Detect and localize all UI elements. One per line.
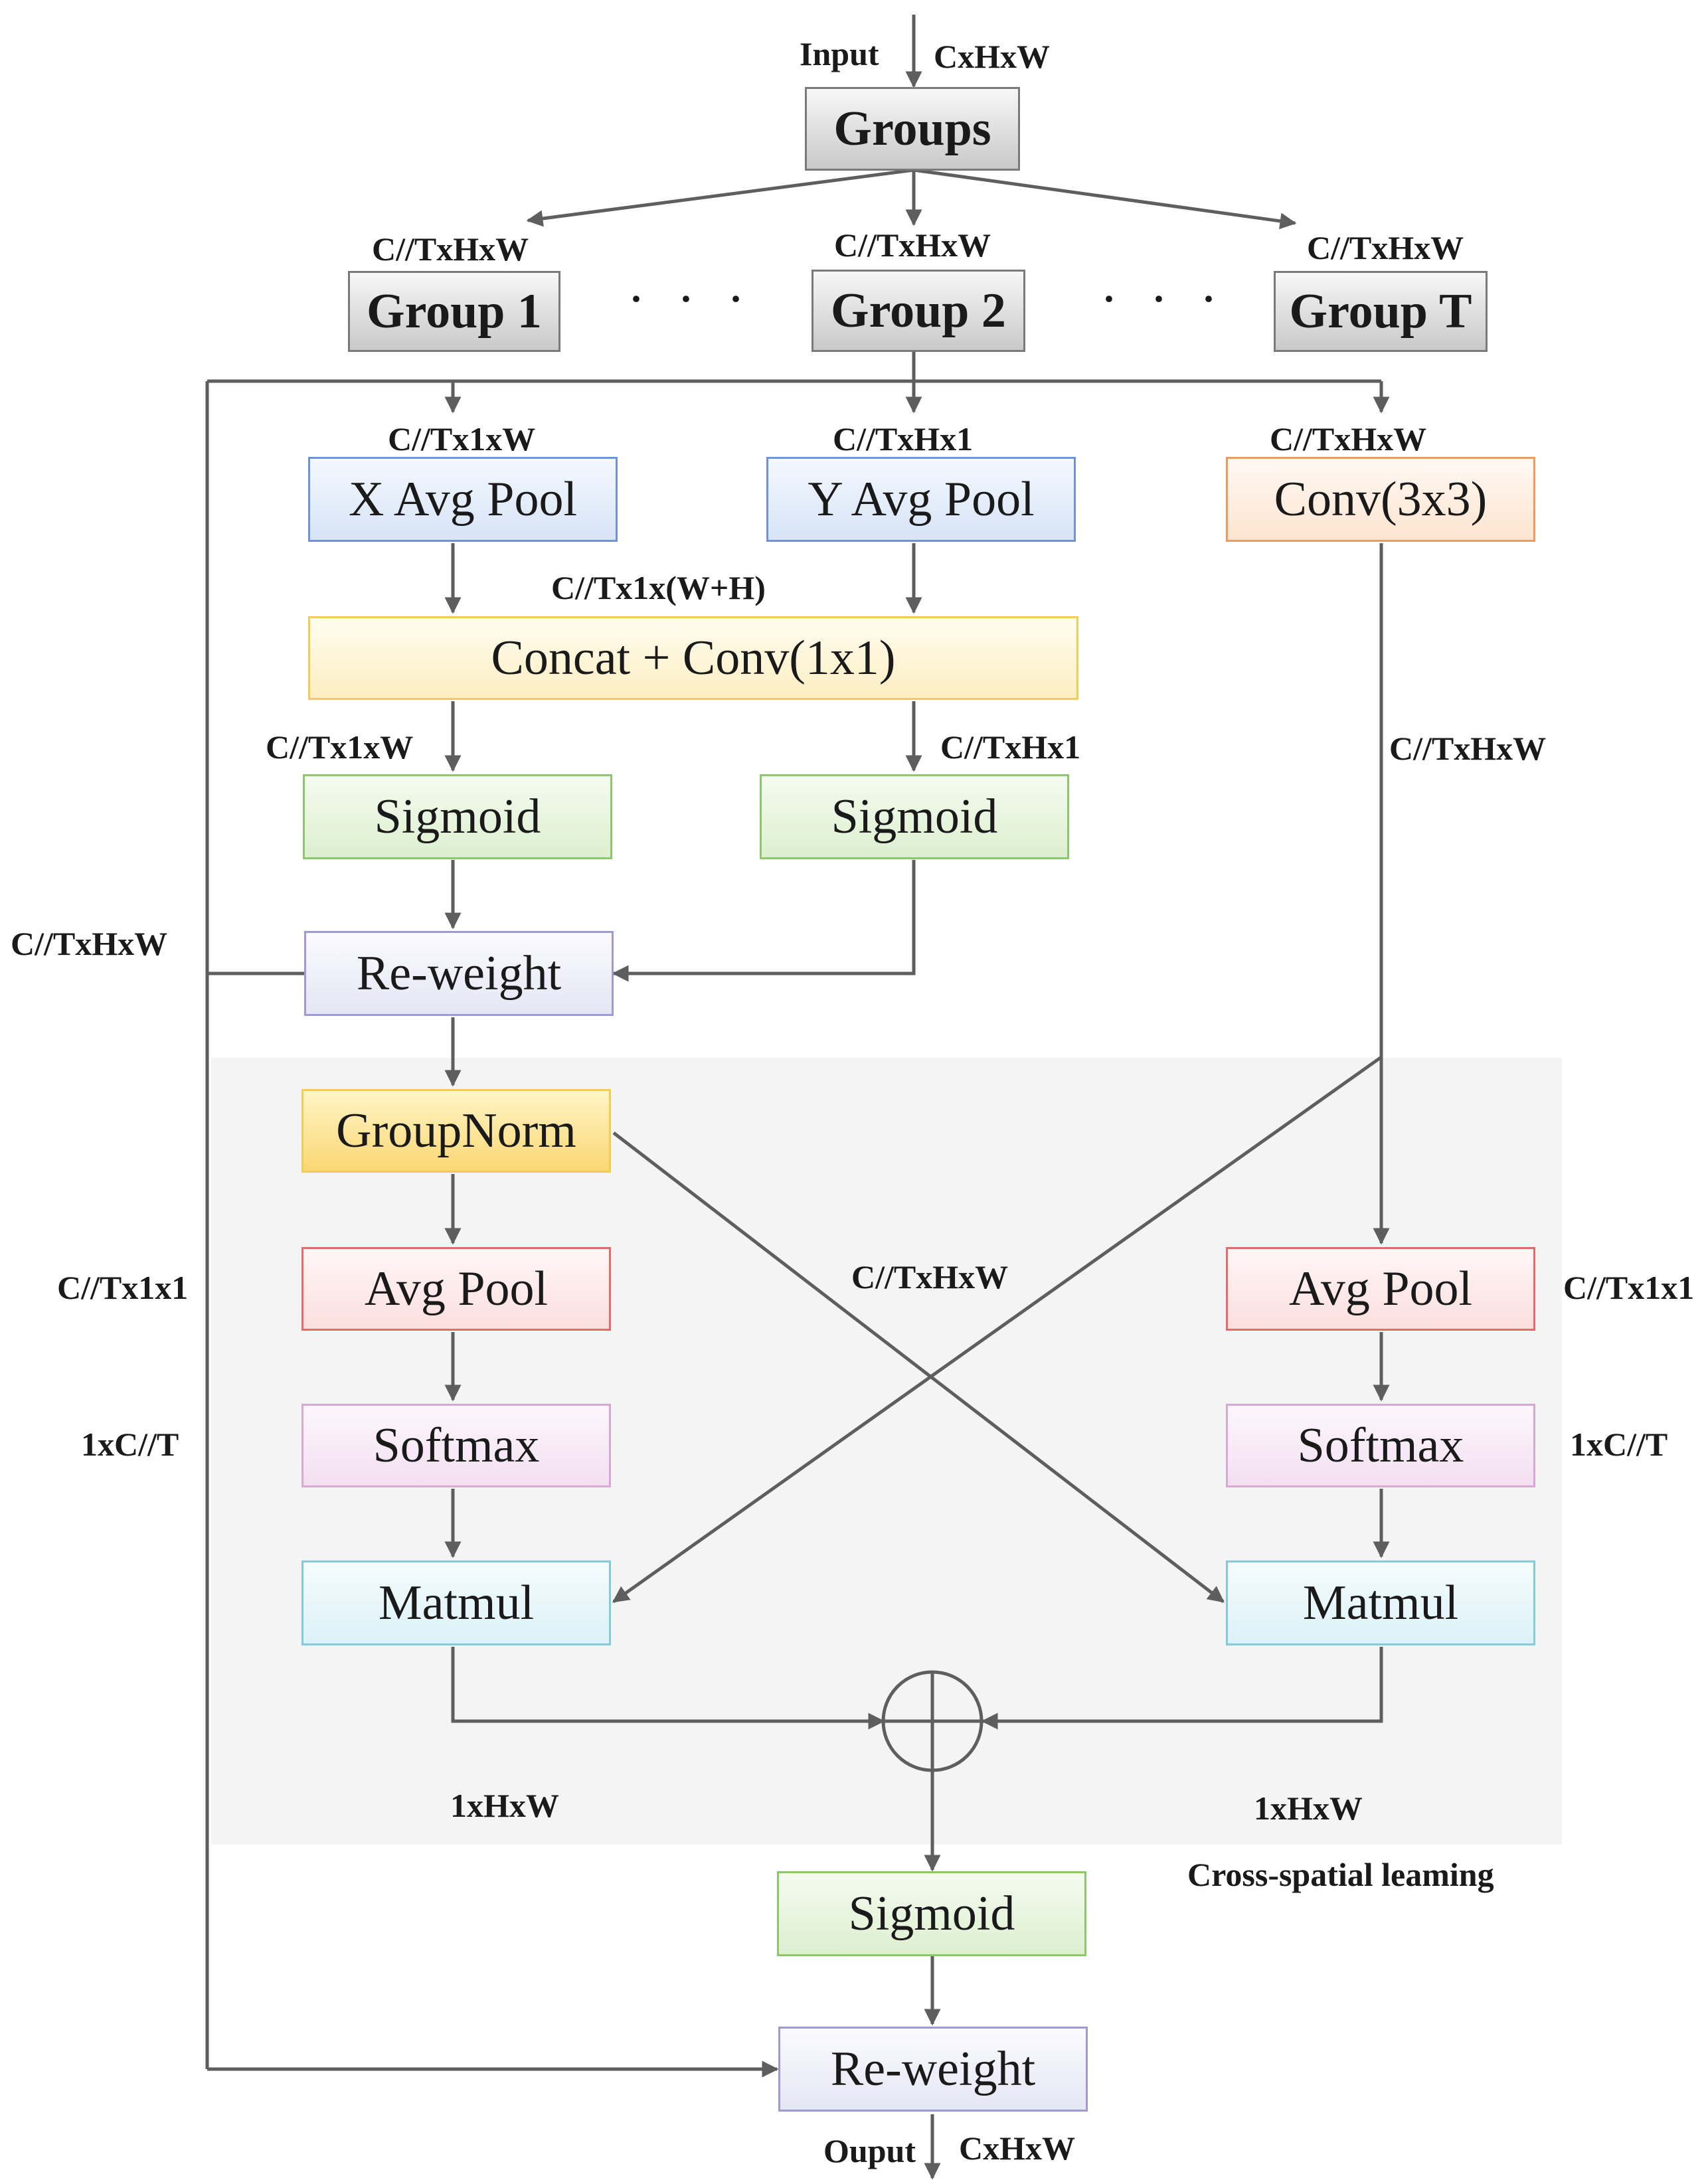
groupnorm-box: GroupNorm: [301, 1089, 611, 1173]
output-dim-label: CxHxW: [959, 2130, 1075, 2167]
x-pool-dim-label: C//Tx1xW: [388, 420, 536, 458]
avg-pool-right-box: Avg Pool: [1226, 1247, 1535, 1331]
group2-dim-label: C//TxHxW: [834, 226, 991, 264]
sigmoid-bottom-box: Sigmoid: [777, 1871, 1086, 1956]
cross-dim-label: C//TxHxW: [851, 1258, 1009, 1296]
conv-branch-dim-label: C//TxHxW: [1389, 730, 1547, 767]
input-label: Input: [800, 35, 879, 72]
cross-conv-to-matmul-left: [612, 1055, 1383, 1604]
groups-box: Groups: [805, 87, 1020, 171]
residual-dim-label: C//TxHxW: [11, 925, 168, 962]
ellipsis-right: · · ·: [1102, 277, 1229, 321]
sigmoid-left-dim-label: C//Tx1xW: [266, 728, 414, 766]
output-label: Ouput: [823, 2132, 916, 2169]
y-pool-dim-label: C//TxHx1: [833, 420, 974, 458]
matmul-right-box: Matmul: [1226, 1560, 1535, 1645]
x-avg-pool-box: X Avg Pool: [308, 457, 618, 542]
group-T-box: Group T: [1274, 271, 1488, 352]
sigmoid-right-to-reweight: [612, 860, 916, 982]
conv3x3-dim-label: C//TxHxW: [1270, 420, 1427, 458]
concat-conv-box: Concat + Conv(1x1): [308, 616, 1078, 700]
group-2-box: Group 2: [811, 270, 1025, 352]
sigmoid-right-box: Sigmoid: [760, 774, 1069, 859]
softmax-right-box: Softmax: [1226, 1404, 1535, 1487]
matmul-right-to-sum: [981, 1647, 1383, 1730]
matmul-right-out-label: 1xHxW: [1254, 1790, 1363, 1827]
avgpool-left-dim-label: C//Tx1x1: [57, 1269, 189, 1306]
avgpool-right-dim-label: C//Tx1x1: [1563, 1269, 1695, 1306]
matmul-left-to-sum: [451, 1647, 885, 1730]
split-arrow-T: [913, 168, 1297, 230]
y-avg-pool-box: Y Avg Pool: [766, 457, 1076, 542]
sum-icon: [881, 1670, 983, 1772]
matmul-left-out-label: 1xHxW: [450, 1787, 559, 1824]
matmul-left-box: Matmul: [301, 1560, 611, 1645]
softmax-right-dim-label: 1xC//T: [1570, 1426, 1668, 1463]
sigmoid-left-box: Sigmoid: [303, 774, 612, 859]
split-arrow-1: [526, 168, 914, 227]
sigmoid-right-dim-label: C//TxHx1: [940, 728, 1081, 766]
reweight-bottom-box: Re-weight: [778, 2027, 1088, 2112]
softmax-left-dim-label: 1xC//T: [81, 1426, 179, 1463]
group1-dim-label: C//TxHxW: [372, 230, 529, 268]
cross-spatial-caption: Cross-spatial leaming: [1187, 1856, 1494, 1893]
softmax-left-box: Softmax: [301, 1404, 611, 1487]
ellipsis-left: · · ·: [630, 277, 756, 321]
groupT-dim-label: C//TxHxW: [1307, 229, 1464, 266]
group-1-box: Group 1: [348, 271, 560, 352]
cross-groupnorm-to-matmul-right: [612, 1132, 1225, 1603]
conv3x3-box: Conv(3x3): [1226, 457, 1535, 542]
reweight-top-box: Re-weight: [304, 931, 614, 1016]
input-dim-label: CxHxW: [934, 38, 1050, 75]
concat-dim-label: C//Tx1x(W+H): [551, 569, 766, 606]
avg-pool-left-box: Avg Pool: [301, 1247, 611, 1331]
